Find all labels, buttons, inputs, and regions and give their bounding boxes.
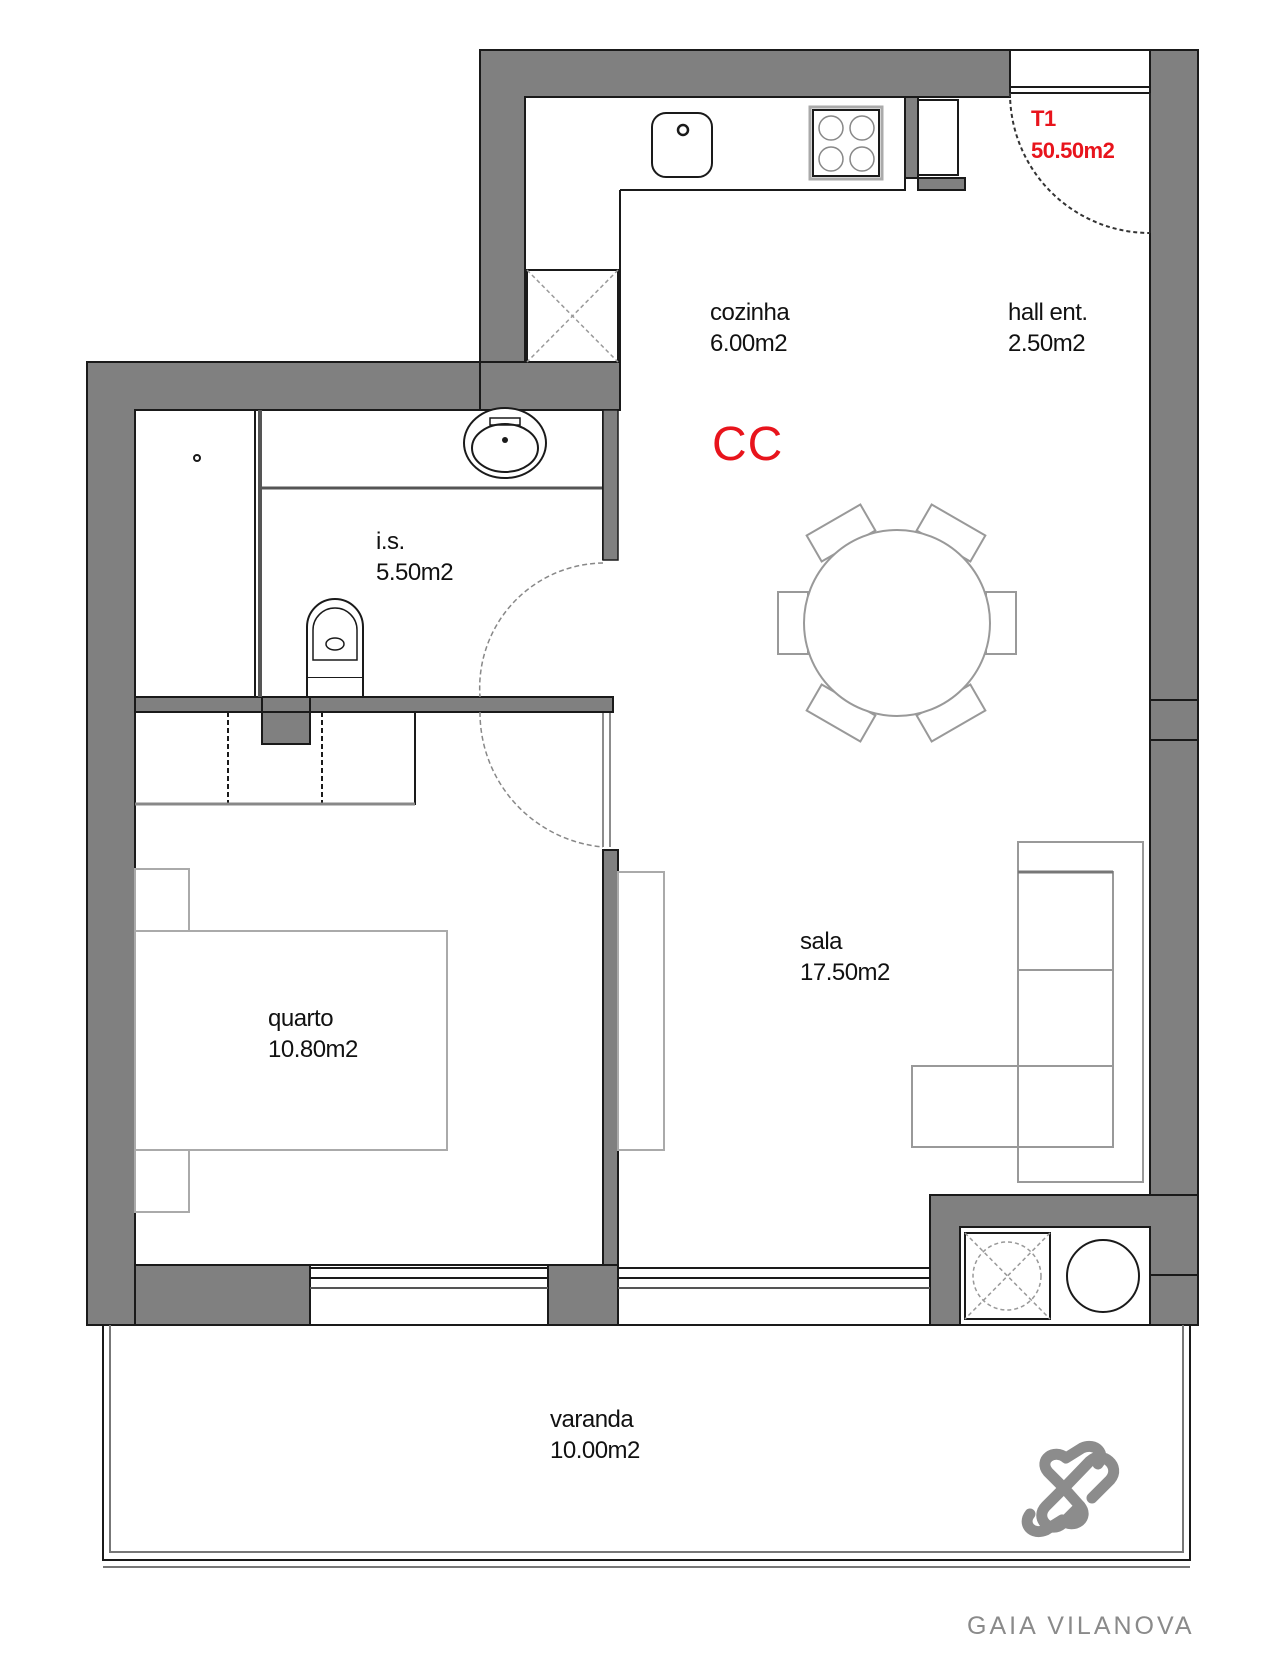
wall-pillar — [261, 696, 311, 745]
wall-mid-top — [479, 361, 621, 411]
bed-icon — [134, 868, 448, 1213]
toilet-icon — [306, 598, 364, 698]
fridge-unit — [917, 99, 959, 176]
balcony-windows — [309, 1267, 931, 1326]
walls — [86, 49, 1199, 1326]
brand-name: GAIA VILANOVA — [967, 1612, 1195, 1640]
room-name: hall ent. — [1008, 299, 1088, 326]
room-area: 6.00m2 — [710, 330, 788, 357]
window-right-low — [1149, 1274, 1199, 1326]
bedroom-door — [479, 711, 611, 848]
kitchen-sink-icon — [651, 112, 713, 178]
washing-machine-icon — [1066, 1239, 1140, 1313]
wall-bottom-mid — [547, 1264, 619, 1326]
unit-total-area: 50.50m2 — [1031, 138, 1115, 163]
water-heater-icon — [964, 1232, 1051, 1320]
wall-center-lower — [602, 849, 619, 1266]
plan-code-label: CC — [712, 418, 784, 471]
room-area: 2.50m2 — [1008, 330, 1086, 357]
room-name: varanda — [550, 1406, 634, 1433]
room-area: 10.00m2 — [550, 1437, 640, 1464]
cooktop-icon — [808, 105, 884, 181]
shower-drain-icon — [193, 454, 201, 462]
laundry-niche — [959, 1226, 1151, 1326]
wall-bottom-left — [134, 1264, 311, 1326]
room-area: 5.50m2 — [376, 559, 454, 586]
wall-right-top — [1149, 49, 1199, 701]
tv-unit — [617, 871, 665, 1151]
bathroom-door — [478, 409, 619, 698]
entrance-door — [1009, 49, 1151, 234]
room-name: sala — [800, 928, 843, 955]
bathroom-fixtures — [134, 407, 603, 698]
unit-type-label: T1 — [1031, 106, 1056, 131]
duct-shaft-icon — [526, 269, 619, 363]
sofa-icon — [911, 841, 1144, 1183]
room-name: cozinha — [710, 299, 790, 326]
balcony-outline — [102, 1325, 1191, 1568]
gaia-vilanova-logo-icon — [1021, 1441, 1120, 1537]
wall-right-lower — [1149, 739, 1199, 1196]
door-swing-arc — [1009, 92, 1151, 234]
room-area: 17.50m2 — [800, 959, 890, 986]
kitchen-counter — [524, 97, 906, 362]
wardrobe — [134, 711, 416, 806]
room-area: 10.80m2 — [268, 1036, 358, 1063]
wall-is-quarto — [134, 696, 614, 713]
room-name: i.s. — [376, 528, 405, 555]
room-name: quarto — [268, 1005, 334, 1032]
window-right-mid — [1149, 699, 1199, 741]
dining-table-icon — [777, 503, 1017, 743]
washbasin-icon — [463, 407, 547, 479]
